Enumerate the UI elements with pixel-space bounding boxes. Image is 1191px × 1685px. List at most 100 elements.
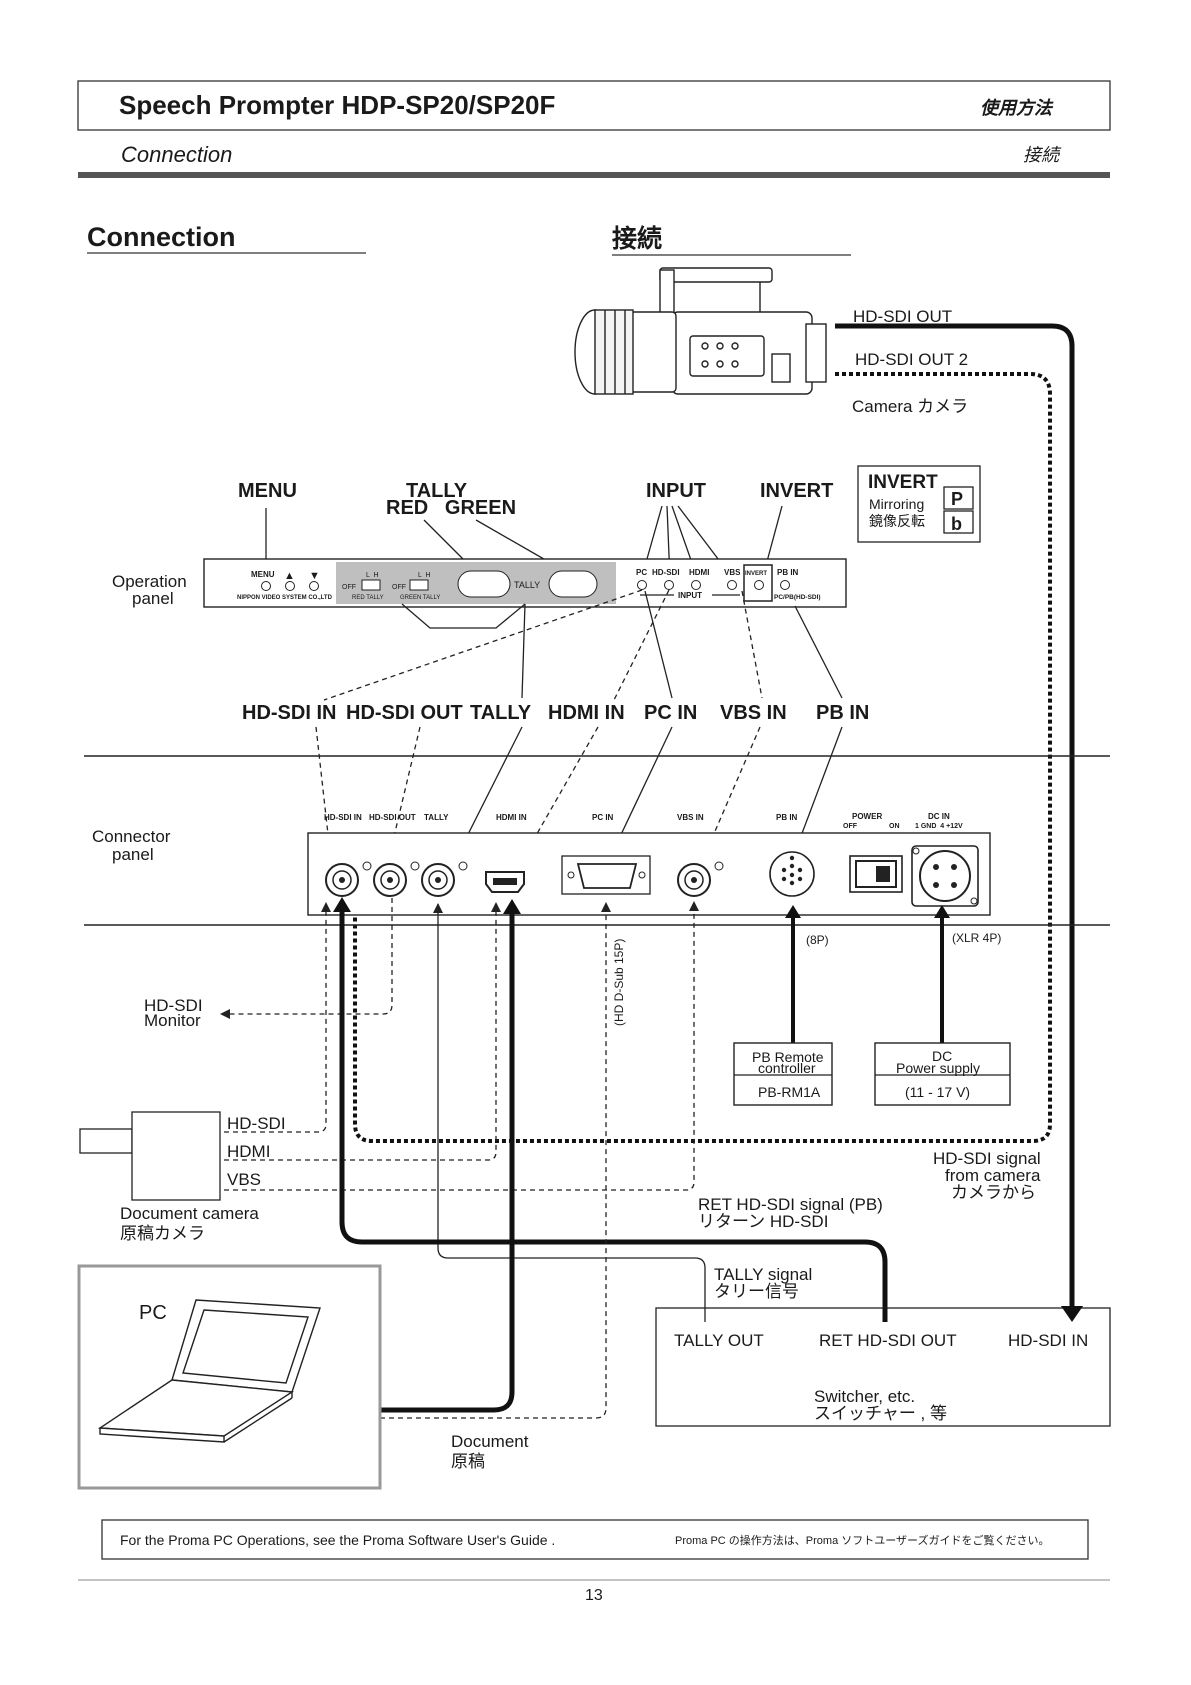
signal-label-pc-in: PC IN xyxy=(644,702,697,724)
panel-red-tally: RED TALLY xyxy=(352,595,384,601)
port-label-dc-in: DC IN xyxy=(928,812,950,821)
callout-invert: INVERT xyxy=(760,480,833,502)
pc-label: PC xyxy=(139,1302,167,1324)
port-label-pc-in: PC IN xyxy=(592,813,614,822)
signal-label-hdmi-in: HDMI IN xyxy=(548,702,625,724)
port-label-hdmi-in: HDMI IN xyxy=(496,813,527,822)
switcher-ret-out: RET HD-SDI OUT xyxy=(819,1331,957,1350)
switcher-line2: スイッチャー , 等 xyxy=(814,1404,947,1423)
switcher-box: TALLY OUT RET HD-SDI OUT HD-SDI IN Switc… xyxy=(655,1307,1111,1427)
dc-line2: Power supply xyxy=(896,1060,980,1076)
cable-camera-out2-dotted xyxy=(353,372,1052,1143)
camera-out1-label: HD-SDI OUT xyxy=(853,307,952,326)
invert-box-title: INVERT xyxy=(868,472,938,493)
cable-doccam-vbs xyxy=(224,902,695,1191)
footer-note-en: For the Proma PC Operations, see the Pro… xyxy=(120,1532,555,1548)
callout-tally: TALLY xyxy=(406,480,468,502)
port-label-hdsdi-out: HD-SDI OUT xyxy=(369,813,416,822)
header-title-jp: 使用方法 xyxy=(980,98,1054,118)
pb-remote-line2: controller xyxy=(758,1060,816,1076)
dsub-port xyxy=(561,855,651,895)
signal-label-hdsdi-in: HD-SDI IN xyxy=(242,702,336,724)
doccam-vbs: VBS xyxy=(227,1170,261,1189)
connector-panel: HD-SDI IN HD-SDI OUT TALLY HDMI IN PC IN… xyxy=(307,812,991,916)
signal-ret-1: RET HD-SDI signal (PB) xyxy=(698,1195,883,1214)
invert-box-line1: Mirroring xyxy=(869,496,924,512)
cable-tally xyxy=(437,904,706,1322)
panel-down-text: ▼ xyxy=(309,570,320,582)
callout-input: INPUT xyxy=(646,480,706,502)
operation-panel: MENU ▲ ▼ NIPPON VIDEO SYSTEM CO.,LTD L H… xyxy=(203,558,847,608)
doccam-label: Document camera xyxy=(120,1204,259,1223)
page-header: Speech Prompter HDP-SP20/SP20F 使用方法 Conn… xyxy=(77,80,1111,178)
cable-monitor xyxy=(230,898,393,1015)
bnc-vbs-in xyxy=(677,861,724,897)
camera-out2-label: HD-SDI OUT 2 xyxy=(855,350,968,369)
switcher-tally-out: TALLY OUT xyxy=(674,1331,764,1350)
cable-pc-dsub xyxy=(335,904,607,1419)
cable-camera-to-switcher xyxy=(835,323,1075,1318)
cable-doccam-hdsdi xyxy=(224,904,327,1133)
header-subtitle-jp: 接続 xyxy=(1023,145,1062,165)
dsub-label: (HD D-Sub 15P) xyxy=(612,939,626,1026)
document-camera xyxy=(79,1111,221,1201)
bnc-hdsdi-in xyxy=(325,861,372,897)
signal-label-pb-in: PB IN xyxy=(816,702,869,724)
header-subtitle: Connection xyxy=(121,142,232,167)
xlr-dc-in-port xyxy=(911,845,979,907)
operation-panel-label-1: Operation xyxy=(112,572,187,591)
hdmi-port xyxy=(485,871,525,893)
port-label-on: ON xyxy=(889,823,900,830)
port-label-tally: TALLY xyxy=(424,813,449,822)
dc-range: (11 - 17 V) xyxy=(905,1084,970,1100)
port-label-vbs-in: VBS IN xyxy=(677,813,704,822)
dc-xlr-label: (XLR 4P) xyxy=(952,931,1001,945)
signal-hdsdi-cam-2: from camera xyxy=(945,1166,1041,1185)
panel-off-1: OFF xyxy=(342,584,356,591)
panel-vbs: VBS xyxy=(724,568,741,577)
panel-lh-2: L H xyxy=(418,572,431,579)
callout-red-green: RED GREEN xyxy=(386,497,516,519)
doccam-hdsdi: HD-SDI xyxy=(227,1114,286,1133)
doccam-hdmi: HDMI xyxy=(227,1142,270,1161)
port-label-pb-in: PB IN xyxy=(776,813,798,822)
pb-remote-box: PB Remote controller PB-RM1A xyxy=(733,1042,833,1106)
panel-maker-text: NIPPON VIDEO SYSTEM CO.,LTD xyxy=(237,595,333,601)
arrow-monitor xyxy=(220,1009,230,1019)
bnc-hdsdi-out xyxy=(373,861,420,897)
panel-input: INPUT xyxy=(678,591,702,600)
invert-box-line2: 鏡像反転 xyxy=(869,513,925,529)
pb-remote-line1: PB Remote xyxy=(752,1049,824,1065)
camera-label: Camera カメラ xyxy=(852,397,968,416)
signal-tally-2: タリー信号 xyxy=(714,1282,799,1301)
invert-glyph-b: b xyxy=(951,514,962,534)
panel-hdmi: HDMI xyxy=(689,568,709,577)
footer-note-jp: Proma PC の操作方法は、Proma ソフトユーザーズガイドをご覧ください… xyxy=(675,1533,1049,1547)
port-label-dc-pins: 1 GND 4 +12V xyxy=(915,823,963,830)
invert-legend-box: INVERT Mirroring 鏡像反転 P b xyxy=(857,465,981,543)
panel-menu-text: MENU xyxy=(251,570,275,579)
document-line1: Document xyxy=(451,1432,529,1451)
camera-illustration xyxy=(574,267,827,395)
page-number: 13 xyxy=(585,1587,603,1604)
pc-box: PC xyxy=(77,1264,382,1490)
panel-invert: INVERT xyxy=(745,571,767,577)
signal-ret-2: リターン HD-SDI xyxy=(698,1212,828,1231)
pb-remote-model: PB-RM1A xyxy=(758,1084,821,1100)
pb-pin-count: (8P) xyxy=(806,933,829,947)
port-label-power: POWER xyxy=(852,812,882,821)
monitor-label-2: Monitor xyxy=(144,1011,201,1030)
signal-label-vbs-in: VBS IN xyxy=(720,702,787,724)
panel-pcpb: PC/PB(HD-SDI) xyxy=(774,594,821,601)
operation-panel-label-2: panel xyxy=(132,589,174,608)
doccam-label-jp: 原稿カメラ xyxy=(120,1224,205,1243)
signal-hdsdi-cam-3: カメラから xyxy=(951,1183,1036,1202)
port-label-off: OFF xyxy=(843,823,858,830)
monitor-label-1: HD-SDI xyxy=(144,996,203,1015)
footer-note: For the Proma PC Operations, see the Pro… xyxy=(101,1519,1089,1560)
laptop-icon xyxy=(97,1299,321,1443)
panel-hdsdi: HD-SDI xyxy=(652,568,680,577)
connector-panel-label-2: panel xyxy=(112,845,154,864)
panel-green-tally: GREEN TALLY xyxy=(400,595,440,601)
